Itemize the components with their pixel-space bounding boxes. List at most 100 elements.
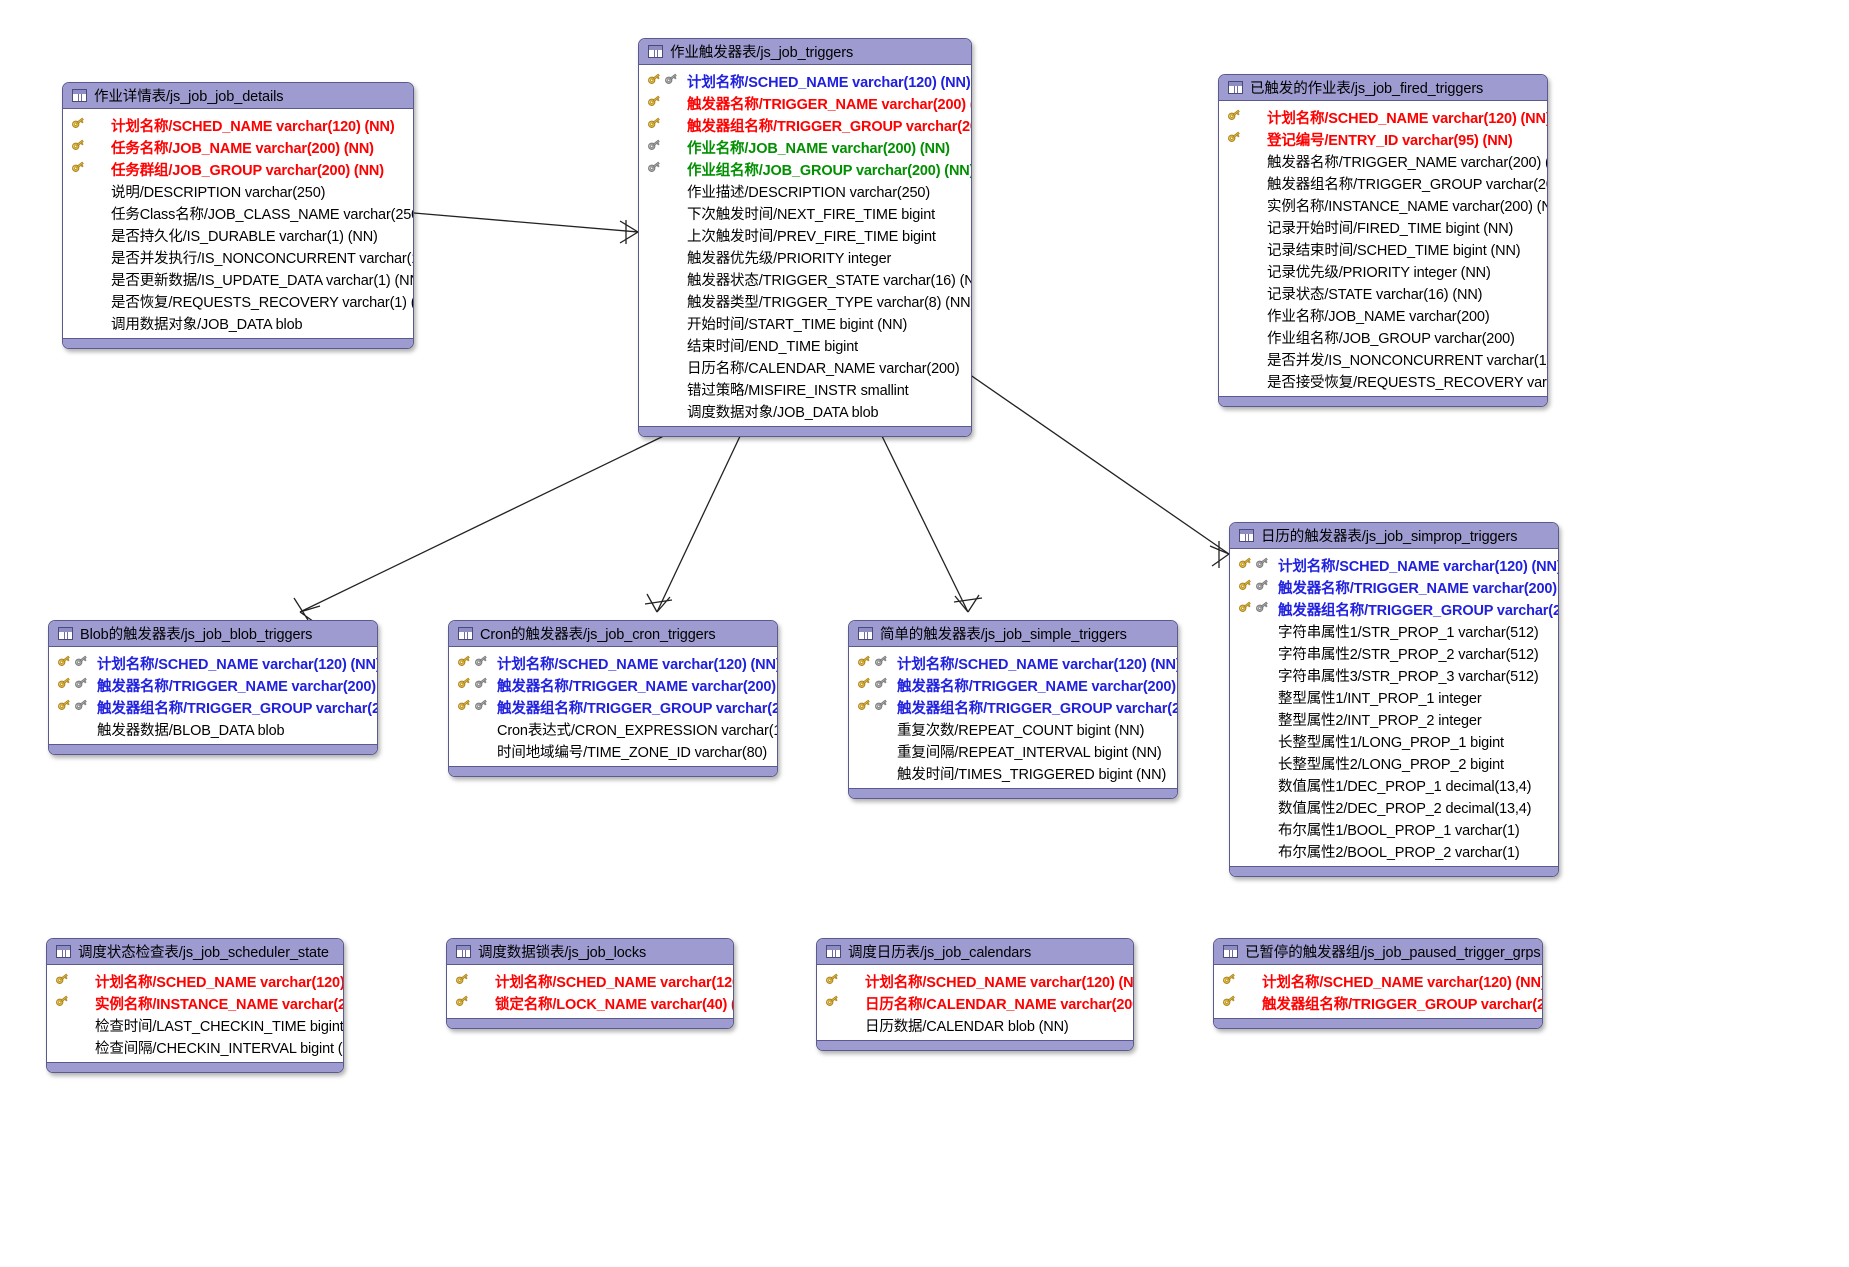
field-row[interactable]: 实例名称/INSTANCE_NAME varchar(200) (NN) (47, 992, 343, 1014)
field-row[interactable]: 字符串属性2/STR_PROP_2 varchar(512) (1230, 642, 1558, 664)
field-row[interactable]: 计划名称/SCHED_NAME varchar(120) (NN) (49, 652, 377, 674)
field-row[interactable]: 触发器组名称/TRIGGER_GROUP varchar(200) (NN) (1219, 172, 1547, 194)
entity-table-calendars[interactable]: 调度日历表/js_job_calendars 计划名称/SCHED_NAME va… (816, 938, 1134, 1051)
field-row[interactable]: 错过策略/MISFIRE_INSTR smallint (639, 378, 971, 400)
field-row[interactable]: 触发器优先级/PRIORITY integer (639, 246, 971, 268)
field-row[interactable]: 计划名称/SCHED_NAME varchar(120) (NN) (1230, 554, 1558, 576)
field-row[interactable]: 重复次数/REPEAT_COUNT bigint (NN) (849, 718, 1177, 740)
field-row[interactable]: 触发器组名称/TRIGGER_GROUP varchar(200) (NN) (849, 696, 1177, 718)
field-row[interactable]: 作业描述/DESCRIPTION varchar(250) (639, 180, 971, 202)
field-row[interactable]: 长整型属性2/LONG_PROP_2 bigint (1230, 752, 1558, 774)
field-row[interactable]: 是否持久化/IS_DURABLE varchar(1) (NN) (63, 224, 413, 246)
field-row[interactable]: 开始时间/START_TIME bigint (NN) (639, 312, 971, 334)
entity-table-simple_triggers[interactable]: 简单的触发器表/js_job_simple_triggers 计划名称/SCHED… (848, 620, 1178, 799)
field-row[interactable]: 实例名称/INSTANCE_NAME varchar(200) (NN) (1219, 194, 1547, 216)
field-row[interactable]: Cron表达式/CRON_EXPRESSION varchar(120) (NN… (449, 718, 777, 740)
field-row[interactable]: 登记编号/ENTRY_ID varchar(95) (NN) (1219, 128, 1547, 150)
table-header-locks[interactable]: 调度数据锁表/js_job_locks (447, 939, 733, 965)
field-row[interactable]: 日历名称/CALENDAR_NAME varchar(200) (639, 356, 971, 378)
field-row[interactable]: 触发器名称/TRIGGER_NAME varchar(200) (NN) (1230, 576, 1558, 598)
field-row[interactable]: 记录开始时间/FIRED_TIME bigint (NN) (1219, 216, 1547, 238)
field-row[interactable]: 下次触发时间/NEXT_FIRE_TIME bigint (639, 202, 971, 224)
field-row[interactable]: 日历名称/CALENDAR_NAME varchar(200) (NN) (817, 992, 1133, 1014)
field-row[interactable]: 结束时间/END_TIME bigint (639, 334, 971, 356)
field-row[interactable]: 触发器组名称/TRIGGER_GROUP varchar(200) (NN) (1230, 598, 1558, 620)
field-row[interactable]: 布尔属性2/BOOL_PROP_2 varchar(1) (1230, 840, 1558, 862)
field-row[interactable]: 锁定名称/LOCK_NAME varchar(40) (NN) (447, 992, 733, 1014)
field-row[interactable]: 是否恢复/REQUESTS_RECOVERY varchar(1) (NN) (63, 290, 413, 312)
field-row[interactable]: 触发器状态/TRIGGER_STATE varchar(16) (NN) (639, 268, 971, 290)
field-row[interactable]: 整型属性2/INT_PROP_2 integer (1230, 708, 1558, 730)
entity-table-scheduler_state[interactable]: 调度状态检查表/js_job_scheduler_state 计划名称/SCHED… (46, 938, 344, 1073)
field-row[interactable]: 调度数据对象/JOB_DATA blob (639, 400, 971, 422)
field-row[interactable]: 作业组名称/JOB_GROUP varchar(200) (NN) (639, 158, 971, 180)
field-row[interactable]: 说明/DESCRIPTION varchar(250) (63, 180, 413, 202)
field-row[interactable]: 时间地域编号/TIME_ZONE_ID varchar(80) (449, 740, 777, 762)
field-row[interactable]: 触发器名称/TRIGGER_NAME varchar(200) (NN) (849, 674, 1177, 696)
entity-table-simprop_triggers[interactable]: 日历的触发器表/js_job_simprop_triggers 计划名称/SCHE… (1229, 522, 1559, 877)
entity-table-locks[interactable]: 调度数据锁表/js_job_locks 计划名称/SCHED_NAME varch… (446, 938, 734, 1029)
field-row[interactable]: 计划名称/SCHED_NAME varchar(120) (NN) (449, 652, 777, 674)
field-row[interactable]: 任务Class名称/JOB_CLASS_NAME varchar(250) (N… (63, 202, 413, 224)
field-row[interactable]: 计划名称/SCHED_NAME varchar(120) (NN) (63, 114, 413, 136)
field-row[interactable]: 作业名称/JOB_NAME varchar(200) (NN) (639, 136, 971, 158)
table-header-calendars[interactable]: 调度日历表/js_job_calendars (817, 939, 1133, 965)
field-row[interactable]: 计划名称/SCHED_NAME varchar(120) (NN) (849, 652, 1177, 674)
field-row[interactable]: 是否更新数据/IS_UPDATE_DATA varchar(1) (NN) (63, 268, 413, 290)
field-row[interactable]: 触发器类型/TRIGGER_TYPE varchar(8) (NN) (639, 290, 971, 312)
field-row[interactable]: 触发器名称/TRIGGER_NAME varchar(200) (NN) (49, 674, 377, 696)
field-row[interactable]: 计划名称/SCHED_NAME varchar(120) (NN) (1219, 106, 1547, 128)
entity-table-paused_trigger_grps[interactable]: 已暂停的触发器组/js_job_paused_trigger_grps 计划名称/… (1213, 938, 1543, 1029)
field-row[interactable]: 触发器组名称/TRIGGER_GROUP varchar(200) (NN) (49, 696, 377, 718)
field-row[interactable]: 是否接受恢复/REQUESTS_RECOVERY varchar(1) (1219, 370, 1547, 392)
field-row[interactable]: 作业名称/JOB_NAME varchar(200) (1219, 304, 1547, 326)
table-header-job_details[interactable]: 作业详情表/js_job_job_details (63, 83, 413, 109)
table-header-scheduler_state[interactable]: 调度状态检查表/js_job_scheduler_state (47, 939, 343, 965)
table-header-fired_triggers[interactable]: 已触发的作业表/js_job_fired_triggers (1219, 75, 1547, 101)
field-row[interactable]: 布尔属性1/BOOL_PROP_1 varchar(1) (1230, 818, 1558, 840)
field-row[interactable]: 字符串属性1/STR_PROP_1 varchar(512) (1230, 620, 1558, 642)
entity-table-fired_triggers[interactable]: 已触发的作业表/js_job_fired_triggers 计划名称/SCHED_… (1218, 74, 1548, 407)
field-row[interactable]: 是否并发/IS_NONCONCURRENT varchar(1) (1219, 348, 1547, 370)
field-row[interactable]: 数值属性1/DEC_PROP_1 decimal(13,4) (1230, 774, 1558, 796)
field-row[interactable]: 计划名称/SCHED_NAME varchar(120) (NN) (447, 970, 733, 992)
field-row[interactable]: 重复间隔/REPEAT_INTERVAL bigint (NN) (849, 740, 1177, 762)
entity-table-cron_triggers[interactable]: Cron的触发器表/js_job_cron_triggers 计划名称/SCHED… (448, 620, 778, 777)
table-header-cron_triggers[interactable]: Cron的触发器表/js_job_cron_triggers (449, 621, 777, 647)
field-row[interactable]: 任务名称/JOB_NAME varchar(200) (NN) (63, 136, 413, 158)
field-row[interactable]: 触发时间/TIMES_TRIGGERED bigint (NN) (849, 762, 1177, 784)
table-header-simple_triggers[interactable]: 简单的触发器表/js_job_simple_triggers (849, 621, 1177, 647)
table-header-simprop_triggers[interactable]: 日历的触发器表/js_job_simprop_triggers (1230, 523, 1558, 549)
field-row[interactable]: 记录状态/STATE varchar(16) (NN) (1219, 282, 1547, 304)
field-row[interactable]: 检查间隔/CHECKIN_INTERVAL bigint (NN) (47, 1036, 343, 1058)
field-row[interactable]: 是否并发执行/IS_NONCONCURRENT varchar(1) (NN) (63, 246, 413, 268)
field-row[interactable]: 记录优先级/PRIORITY integer (NN) (1219, 260, 1547, 282)
entity-table-job_triggers[interactable]: 作业触发器表/js_job_triggers 计划名称/SCHED_NAME va… (638, 38, 972, 437)
entity-table-job_details[interactable]: 作业详情表/js_job_job_details 计划名称/SCHED_NAME … (62, 82, 414, 349)
field-row[interactable]: 上次触发时间/PREV_FIRE_TIME bigint (639, 224, 971, 246)
field-row[interactable]: 触发器组名称/TRIGGER_GROUP varchar(200) (NN) (1214, 992, 1542, 1014)
field-row[interactable]: 作业组名称/JOB_GROUP varchar(200) (1219, 326, 1547, 348)
field-row[interactable]: 计划名称/SCHED_NAME varchar(120) (NN) (47, 970, 343, 992)
field-row[interactable]: 任务群组/JOB_GROUP varchar(200) (NN) (63, 158, 413, 180)
field-row[interactable]: 整型属性1/INT_PROP_1 integer (1230, 686, 1558, 708)
field-row[interactable]: 计划名称/SCHED_NAME varchar(120) (NN) (639, 70, 971, 92)
table-header-blob_triggers[interactable]: Blob的触发器表/js_job_blob_triggers (49, 621, 377, 647)
field-row[interactable]: 触发器名称/TRIGGER_NAME varchar(200) (NN) (449, 674, 777, 696)
field-row[interactable]: 触发器数据/BLOB_DATA blob (49, 718, 377, 740)
field-row[interactable]: 检查时间/LAST_CHECKIN_TIME bigint (NN) (47, 1014, 343, 1036)
field-row[interactable]: 触发器组名称/TRIGGER_GROUP varchar(200) (NN) (449, 696, 777, 718)
field-row[interactable]: 计划名称/SCHED_NAME varchar(120) (NN) (1214, 970, 1542, 992)
field-row[interactable]: 调用数据对象/JOB_DATA blob (63, 312, 413, 334)
field-row[interactable]: 计划名称/SCHED_NAME varchar(120) (NN) (817, 970, 1133, 992)
table-header-job_triggers[interactable]: 作业触发器表/js_job_triggers (639, 39, 971, 65)
field-row[interactable]: 数值属性2/DEC_PROP_2 decimal(13,4) (1230, 796, 1558, 818)
field-row[interactable]: 长整型属性1/LONG_PROP_1 bigint (1230, 730, 1558, 752)
field-row[interactable]: 字符串属性3/STR_PROP_3 varchar(512) (1230, 664, 1558, 686)
field-row[interactable]: 触发器名称/TRIGGER_NAME varchar(200) (NN) (1219, 150, 1547, 172)
table-header-paused_trigger_grps[interactable]: 已暂停的触发器组/js_job_paused_trigger_grps (1214, 939, 1542, 965)
field-row[interactable]: 触发器组名称/TRIGGER_GROUP varchar(200) (NN) (639, 114, 971, 136)
entity-table-blob_triggers[interactable]: Blob的触发器表/js_job_blob_triggers 计划名称/SCHED… (48, 620, 378, 755)
field-row[interactable]: 日历数据/CALENDAR blob (NN) (817, 1014, 1133, 1036)
field-row[interactable]: 触发器名称/TRIGGER_NAME varchar(200) (NN) (639, 92, 971, 114)
